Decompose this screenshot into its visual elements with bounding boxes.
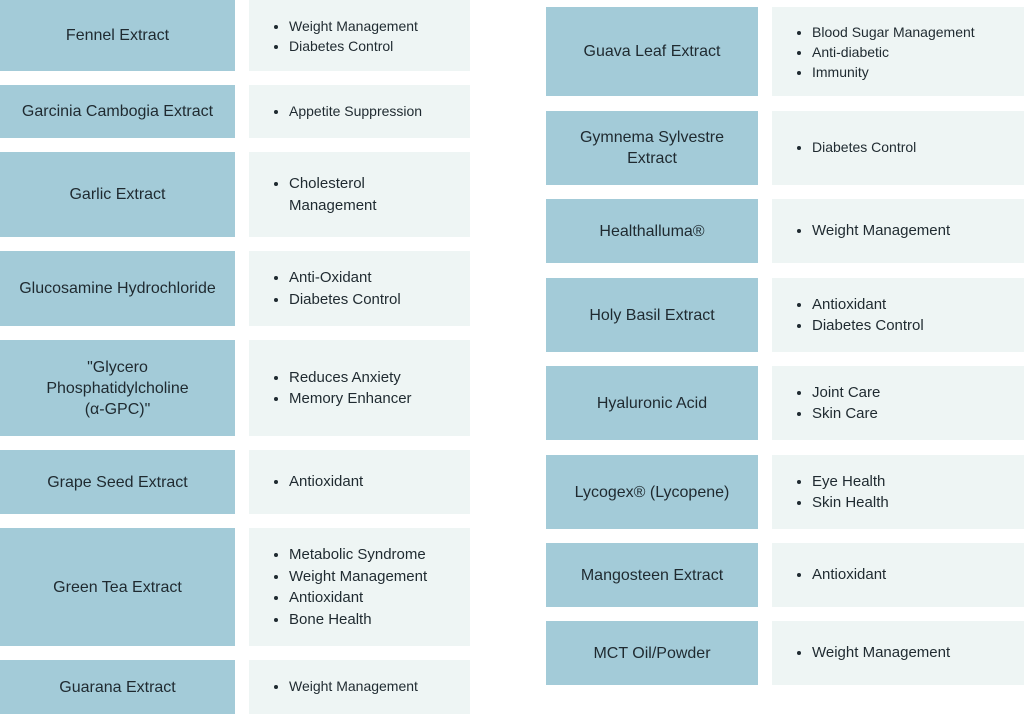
benefits-cell: Weight Management Diabetes Control [249,0,470,71]
benefits-cell: Reduces Anxiety Memory Enhancer [249,340,470,436]
benefit-item: Antioxidant [812,294,924,316]
benefit-item: Metabolic Syndrome [289,544,427,566]
benefit-item: Diabetes Control [289,36,418,56]
benefits-list: Weight Management Diabetes Control [271,16,418,56]
name-line: Extract [627,150,677,167]
benefit-item: Weight Management [289,676,418,698]
benefits-cell: Joint Care Skin Care [772,366,1024,440]
benefits-cell: Antioxidant [772,543,1024,607]
ingredient-name: Glucosamine Hydrochloride [19,280,216,297]
benefits-list: Weight Management [271,676,418,698]
ingredient-name: Lycogex® (Lycopene) [574,483,730,501]
benefits-list: Appetite Suppression [271,101,422,123]
benefits-list: Diabetes Control [794,137,916,159]
ingredient-name-cell: MCT Oil/Powder [546,621,758,685]
ingredient-name: Grape Seed Extract [47,473,188,491]
ingredient-name: "Glycero Phosphatidylcholine (α-GPC)" [46,357,188,420]
benefit-item: Skin Care [812,403,880,425]
benefit-item: Antioxidant [289,471,363,493]
benefits-list: Weight Management [794,642,950,664]
benefits-list: Antioxidant [271,471,363,493]
ingredient-name-cell: Garcinia Cambogia Extract [0,85,235,138]
ingredient-name: Fennel Extract [65,27,170,44]
benefits-list: Joint Care Skin Care [794,382,880,425]
benefits-list: Weight Management [794,220,950,242]
ingredient-name-cell: Guarana Extract [0,660,235,714]
benefit-item: Diabetes Control [812,137,916,159]
ingredient-name: Gymnema Sylvestre Extract [580,127,724,169]
ingredient-name: Garcinia Cambogia Extract [21,103,214,120]
benefits-cell: Weight Management [249,660,470,714]
ingredient-name-cell: Green Tea Extract [0,528,235,646]
benefit-item: Memory Enhancer [289,388,412,410]
benefits-cell: Weight Management [772,199,1024,263]
benefits-cell: Weight Management [772,621,1024,685]
benefits-list: Antioxidant Diabetes Control [794,294,924,337]
ingredient-name-cell: "Glycero Phosphatidylcholine (α-GPC)" [0,340,235,436]
benefit-item: Anti-diabetic [812,42,975,62]
benefit-item: Antioxidant [812,564,886,586]
benefit-item: Reduces Anxiety [289,367,412,389]
benefit-line: Cholesterol [289,175,365,192]
benefit-item: Weight Management [289,16,418,36]
ingredient-name-cell: Lycogex® (Lycopene) [546,455,758,529]
benefit-line: Management [289,196,377,214]
benefit-item: Bone Health [289,609,427,631]
benefit-item: Skin Health [812,492,889,514]
ingredient-name-cell: Mangosteen Extract [546,543,758,607]
ingredient-name-cell: Glucosamine Hydrochloride [0,251,235,326]
benefits-list: Reduces Anxiety Memory Enhancer [271,367,412,410]
ingredient-name: Healthalluma® [599,222,705,240]
ingredient-name-cell: Garlic Extract [0,152,235,237]
name-line: "Glycero [87,358,148,376]
benefit-item: Eye Health [812,471,889,493]
benefits-cell: Antioxidant Diabetes Control [772,278,1024,352]
ingredient-name: Hyaluronic Acid [596,394,708,412]
ingredient-name: Guava Leaf Extract [583,43,721,60]
ingredient-name-cell: Guava Leaf Extract [546,7,758,96]
benefit-item: Diabetes Control [812,315,924,337]
benefit-item: Blood Sugar Management [812,22,975,42]
benefits-list: Blood Sugar Management Anti-diabetic Imm… [794,22,975,82]
ingredient-name: Holy Basil Extract [589,306,715,324]
ingredient-name-cell: Grape Seed Extract [0,450,235,514]
benefits-cell: Metabolic Syndrome Weight Management Ant… [249,528,470,646]
benefit-item: Weight Management [812,642,950,664]
name-line: Phosphatidylcholine [46,379,189,397]
benefits-cell: Cholesterol Management [249,152,470,237]
ingredient-name: MCT Oil/Powder [593,644,711,662]
benefit-item: Anti-Oxidant [289,267,401,289]
name-line: (α-GPC)" [84,400,151,418]
benefit-item: Cholesterol Management [289,173,377,216]
ingredient-name: Guarana Extract [59,678,176,696]
benefits-cell: Appetite Suppression [249,85,470,138]
ingredient-name: Green Tea Extract [53,578,182,596]
benefits-cell: Diabetes Control [772,111,1024,185]
benefits-list: Antioxidant [794,564,886,586]
ingredient-name-cell: Healthalluma® [546,199,758,263]
benefits-list: Metabolic Syndrome Weight Management Ant… [271,544,427,630]
benefit-item: Antioxidant [289,587,427,609]
benefits-cell: Antioxidant [249,450,470,514]
benefits-cell: Anti-Oxidant Diabetes Control [249,251,470,326]
ingredient-name-cell: Holy Basil Extract [546,278,758,352]
benefit-item: Appetite Suppression [289,101,422,123]
ingredient-name-cell: Fennel Extract [0,0,235,71]
ingredient-name: Mangosteen Extract [580,566,724,584]
benefits-cell: Blood Sugar Management Anti-diabetic Imm… [772,7,1024,96]
benefits-list: Cholesterol Management [271,173,377,216]
benefit-item: Weight Management [289,566,427,588]
ingredient-name-cell: Gymnema Sylvestre Extract [546,111,758,185]
ingredient-name: Garlic Extract [69,186,166,203]
benefit-item: Diabetes Control [289,289,401,311]
benefits-cell: Eye Health Skin Health [772,455,1024,529]
benefits-list: Eye Health Skin Health [794,471,889,514]
benefit-item: Joint Care [812,382,880,404]
benefits-list: Anti-Oxidant Diabetes Control [271,267,401,310]
name-line: Gymnema Sylvestre [579,129,725,146]
ingredient-name-cell: Hyaluronic Acid [546,366,758,440]
benefit-item: Weight Management [812,220,950,242]
benefit-item: Immunity [812,62,975,82]
